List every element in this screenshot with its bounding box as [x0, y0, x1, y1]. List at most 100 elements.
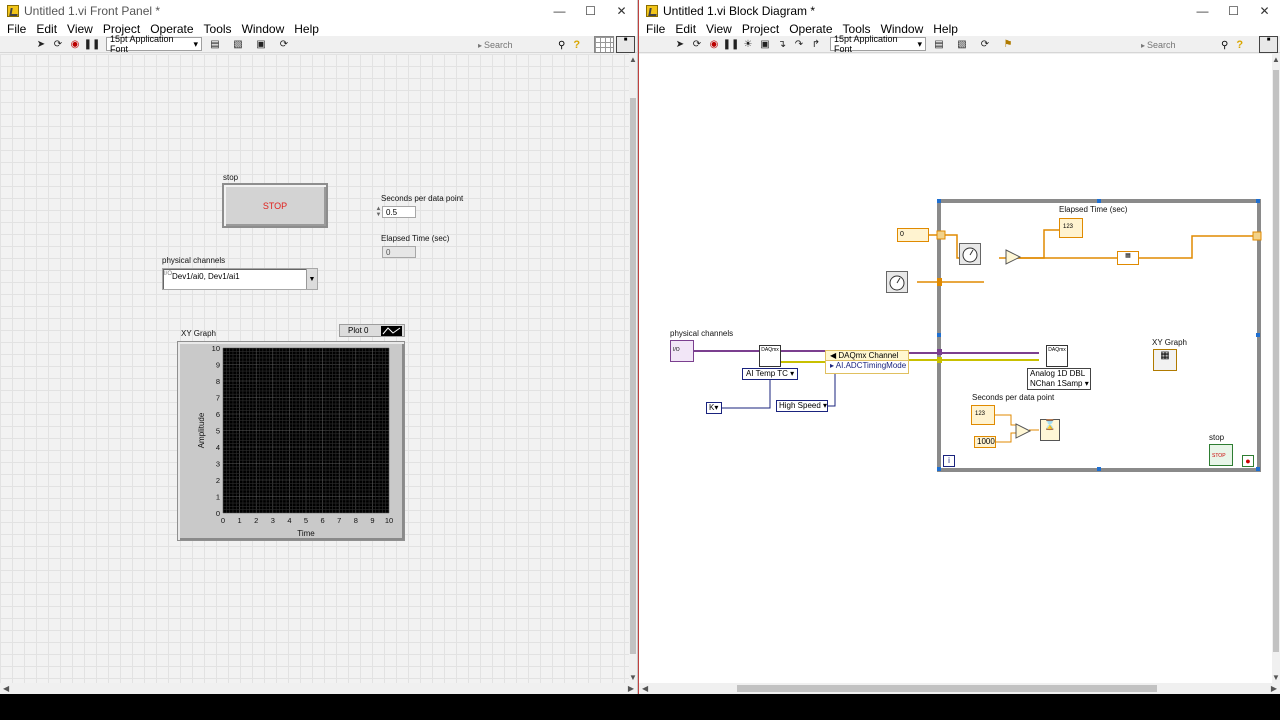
- abort-icon[interactable]: ◉: [709, 38, 719, 50]
- search-icon[interactable]: ⚲: [558, 39, 566, 51]
- loop-condition-icon[interactable]: ●: [1242, 455, 1254, 467]
- scroll-right-icon[interactable]: ▶: [1270, 684, 1277, 693]
- maximize-icon[interactable]: ☐: [1228, 4, 1239, 18]
- scroll-right-icon[interactable]: ▶: [627, 684, 634, 693]
- horizontal-scrollbar[interactable]: ◀ ▶: [0, 683, 637, 694]
- physical-channels-control[interactable]: I/O Dev1/ai0, Dev1/ai1 ▼: [162, 268, 318, 290]
- run-arrow-icon[interactable]: ➤: [36, 38, 46, 50]
- menu-edit[interactable]: Edit: [675, 22, 697, 36]
- scroll-down-icon[interactable]: ▼: [629, 673, 637, 682]
- search-box[interactable]: ▸ ⚲ ?: [478, 38, 580, 52]
- menu-window[interactable]: Window: [241, 22, 285, 36]
- highlight-execution-icon[interactable]: ☀: [743, 38, 753, 50]
- wait-ms-icon[interactable]: ⌛: [1040, 419, 1060, 441]
- xy-graph-terminal[interactable]: ▦: [1153, 349, 1177, 371]
- run-continuously-icon[interactable]: ⟳: [692, 38, 702, 50]
- menu-window[interactable]: Window: [880, 22, 924, 36]
- thermocouple-type-constant[interactable]: K▾: [706, 402, 722, 414]
- font-select[interactable]: 15pt Application Font▾: [830, 34, 926, 54]
- maximize-icon[interactable]: ☐: [585, 4, 596, 18]
- horizontal-scrollbar[interactable]: ◀ ▶: [639, 683, 1280, 694]
- step-over-icon[interactable]: ↷: [794, 38, 804, 50]
- search-icon[interactable]: ⚲: [1221, 39, 1229, 51]
- menu-tools[interactable]: Tools: [842, 22, 871, 36]
- physical-channels-terminal[interactable]: I/O: [670, 340, 694, 362]
- search-input[interactable]: [1145, 38, 1220, 52]
- scroll-thumb[interactable]: [630, 98, 636, 654]
- block-diagram-titlebar[interactable]: Untitled 1.vi Block Diagram * — ☐ ✕: [639, 0, 1280, 22]
- menu-file[interactable]: File: [7, 22, 27, 36]
- block-diagram-window[interactable]: Untitled 1.vi Block Diagram * — ☐ ✕ File…: [638, 0, 1280, 694]
- retain-wire-values-icon[interactable]: ▣: [760, 38, 770, 50]
- seconds-input[interactable]: 0.5: [382, 206, 416, 218]
- connector-pane-icon[interactable]: [594, 36, 614, 53]
- align-objects-icon[interactable]: ▤: [934, 38, 944, 50]
- adc-timing-mode-constant[interactable]: High Speed ▾: [776, 400, 828, 412]
- scroll-thumb[interactable]: [737, 685, 1157, 692]
- daqmx-channel-property-node[interactable]: ◀ DAQmx Channel ▸ AI.ADCTimingMode: [825, 350, 909, 374]
- distribute-objects-icon[interactable]: ▧: [233, 38, 243, 50]
- tick-count-icon[interactable]: [959, 243, 981, 265]
- scroll-down-icon[interactable]: ▼: [1272, 673, 1280, 682]
- build-xy-array-icon[interactable]: ▦: [1117, 251, 1139, 265]
- clean-up-diagram-icon[interactable]: ⚑: [1003, 38, 1013, 50]
- font-select[interactable]: 15pt Application Font▾: [106, 34, 202, 54]
- close-icon[interactable]: ✕: [1259, 4, 1270, 18]
- menu-view[interactable]: View: [67, 22, 93, 36]
- vi-icon[interactable]: ■: [616, 36, 635, 53]
- close-icon[interactable]: ✕: [616, 4, 627, 18]
- scroll-thumb[interactable]: [1273, 70, 1279, 652]
- scroll-up-icon[interactable]: ▲: [1272, 55, 1280, 64]
- daqmx-read-icon[interactable]: DAQmx: [1046, 345, 1068, 367]
- reorder-icon[interactable]: ⟳: [980, 38, 990, 50]
- context-help-icon[interactable]: ?: [1236, 39, 1244, 51]
- menu-edit[interactable]: Edit: [36, 22, 58, 36]
- search-input[interactable]: [482, 38, 557, 52]
- search-box[interactable]: ▸ ⚲ ?: [1141, 38, 1243, 52]
- vi-icon[interactable]: ■: [1259, 36, 1278, 53]
- menu-tools[interactable]: Tools: [203, 22, 232, 36]
- align-objects-icon[interactable]: ▤: [210, 38, 220, 50]
- search-dropdown-icon[interactable]: ▸: [1141, 40, 1146, 50]
- stop-button[interactable]: STOP: [222, 183, 328, 228]
- stop-terminal[interactable]: STOP: [1209, 444, 1233, 466]
- constant-1000[interactable]: 1000: [974, 436, 996, 448]
- step-out-icon[interactable]: ↱: [811, 38, 821, 50]
- plot-legend[interactable]: Plot 0: [339, 324, 405, 337]
- ai-temp-tc-selector[interactable]: AI Temp TC ▾: [742, 368, 798, 380]
- chevron-down-icon[interactable]: ▼: [306, 269, 317, 289]
- menu-operate[interactable]: Operate: [789, 22, 833, 36]
- context-help-icon[interactable]: ?: [573, 39, 581, 51]
- distribute-objects-icon[interactable]: ▧: [957, 38, 967, 50]
- front-panel-window[interactable]: Untitled 1.vi Front Panel * — ☐ ✕ File E…: [0, 0, 638, 694]
- menu-project[interactable]: Project: [102, 22, 141, 36]
- menu-help[interactable]: Help: [294, 22, 319, 36]
- pause-icon[interactable]: ❚❚: [83, 38, 101, 50]
- scroll-left-icon[interactable]: ◀: [642, 684, 649, 693]
- menu-view[interactable]: View: [706, 22, 732, 36]
- daqmx-create-channel-icon[interactable]: DAQmx: [759, 345, 781, 367]
- vertical-scrollbar[interactable]: ▲ ▼: [1272, 54, 1280, 683]
- menu-file[interactable]: File: [646, 22, 666, 36]
- front-panel-titlebar[interactable]: Untitled 1.vi Front Panel * — ☐ ✕: [0, 0, 637, 22]
- pause-icon[interactable]: ❚❚: [722, 38, 740, 50]
- minimize-icon[interactable]: —: [553, 4, 566, 18]
- minimize-icon[interactable]: —: [1196, 4, 1209, 18]
- seconds-terminal[interactable]: 123: [971, 405, 995, 425]
- menu-help[interactable]: Help: [933, 22, 958, 36]
- run-continuously-icon[interactable]: ⟳: [53, 38, 63, 50]
- scroll-up-icon[interactable]: ▲: [629, 55, 637, 64]
- menu-operate[interactable]: Operate: [150, 22, 194, 36]
- property-node-item[interactable]: ▸ AI.ADCTimingMode: [830, 361, 907, 370]
- step-into-icon[interactable]: ↴: [777, 38, 787, 50]
- shift-register-init-constant[interactable]: 0: [897, 228, 929, 242]
- menu-project[interactable]: Project: [741, 22, 780, 36]
- search-dropdown-icon[interactable]: ▸: [478, 40, 483, 50]
- resize-objects-icon[interactable]: ▣: [256, 38, 266, 50]
- vertical-scrollbar[interactable]: ▲ ▼: [629, 54, 637, 683]
- abort-icon[interactable]: ◉: [70, 38, 80, 50]
- run-arrow-icon[interactable]: ➤: [675, 38, 685, 50]
- numeric-spinner-icon[interactable]: ▲▼: [375, 206, 382, 218]
